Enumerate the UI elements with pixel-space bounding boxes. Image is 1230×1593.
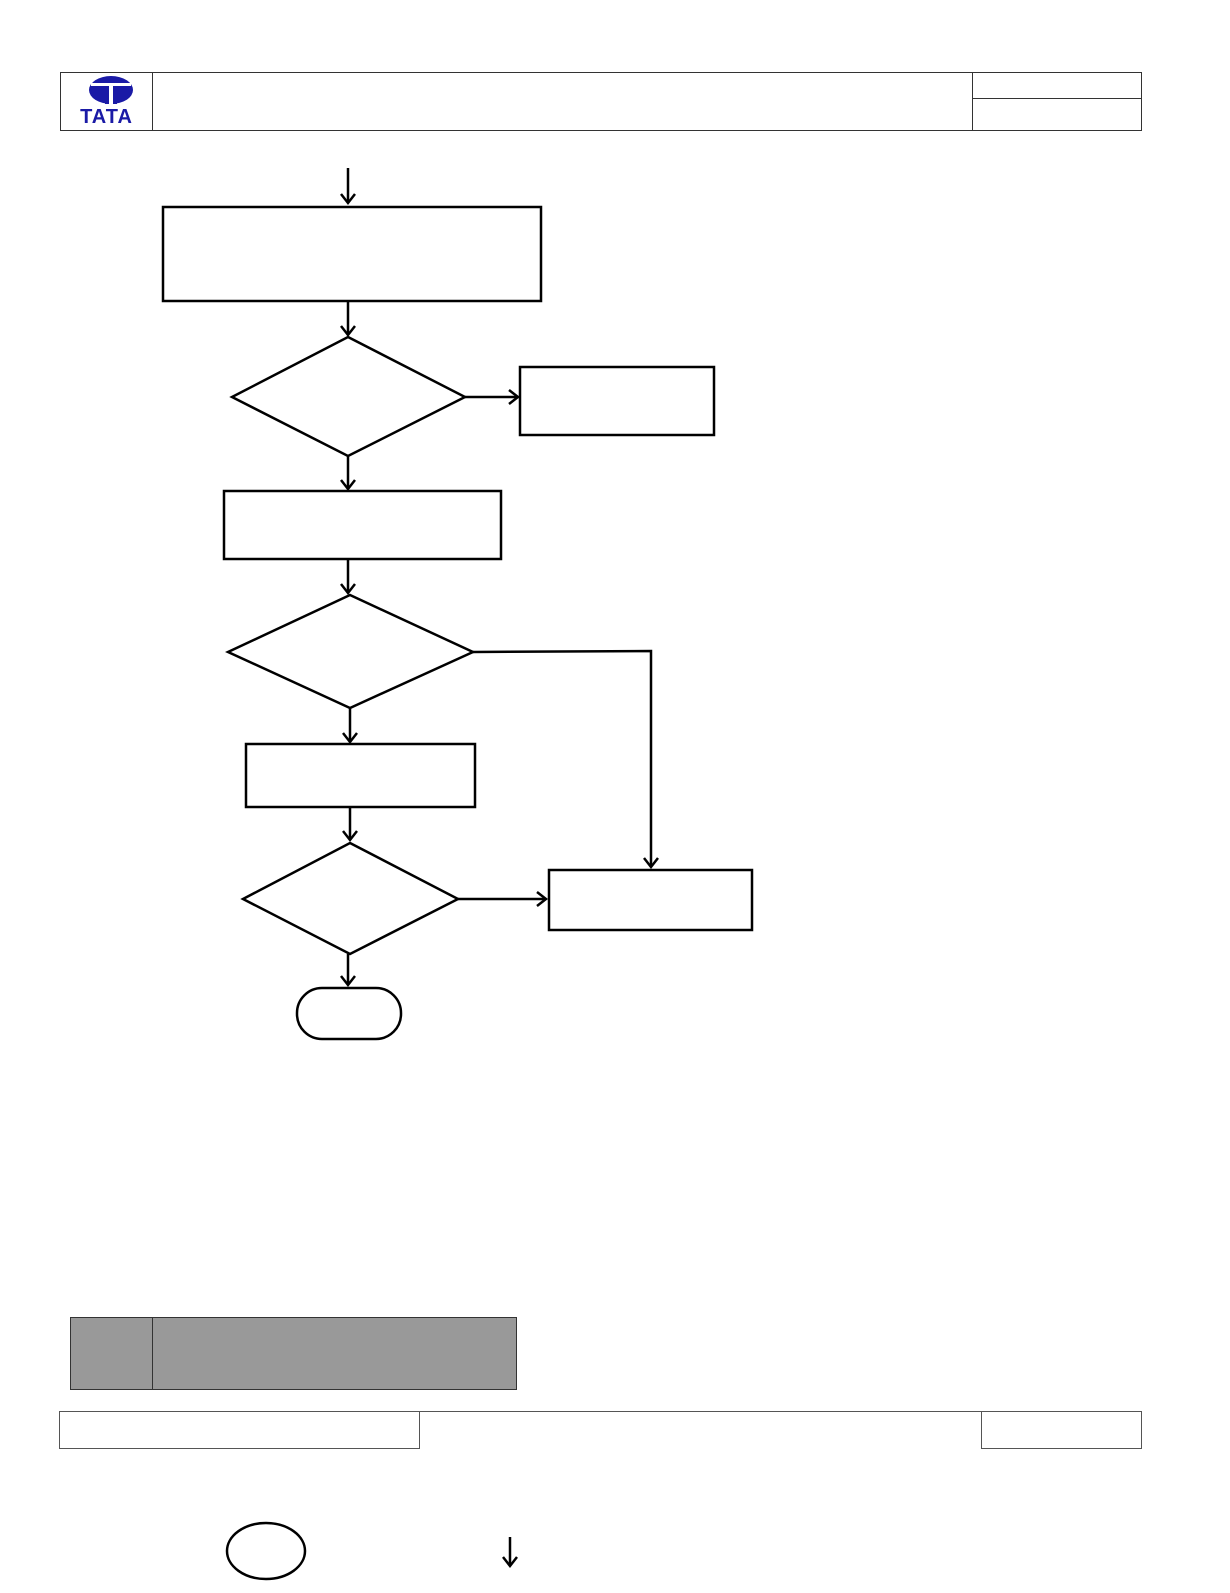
footer-middle-cell: [420, 1411, 981, 1449]
connector-circle: [225, 1521, 307, 1581]
tata-logo-emblem-icon: [89, 76, 133, 105]
logo-cell: [60, 72, 153, 131]
arrow-process2-to-decision2: [340, 559, 356, 596]
arrow-process1-to-decision1: [340, 301, 356, 338]
header-frame: [60, 72, 1142, 131]
arrow-decision2-to-process3: [342, 708, 358, 745]
side-box-2: [547, 868, 754, 932]
header-title: [153, 72, 973, 131]
terminator-shape: [295, 986, 403, 1041]
decision-diamond-3: [240, 841, 461, 956]
section-heading-bar: [70, 1317, 517, 1390]
decision-diamond-1: [229, 335, 468, 458]
footer-right-cell: [981, 1411, 1142, 1449]
entry-arrow: [340, 168, 356, 206]
arrow-decision3-to-sidebox2: [458, 891, 549, 907]
header-meta-top: [973, 72, 1142, 99]
process-box-2: [222, 489, 503, 561]
footer-left-cell: [59, 1411, 420, 1449]
arrow-decision1-to-process2: [340, 456, 356, 492]
process-box-3: [244, 742, 477, 809]
process-box-1: [161, 205, 543, 303]
decision-diamond-2: [225, 593, 476, 710]
arrow-process3-to-decision3: [342, 807, 358, 843]
section-number-cell: [70, 1317, 153, 1390]
arrow-decision3-to-terminator: [340, 954, 356, 988]
connector-decision2-to-sidebox2: [472, 649, 659, 870]
logo-wordmark: TATA: [80, 106, 133, 128]
bottom-continuation-arrow: [502, 1537, 518, 1569]
arrow-decision1-to-sidebox1: [465, 389, 521, 405]
side-box-1: [518, 365, 716, 437]
